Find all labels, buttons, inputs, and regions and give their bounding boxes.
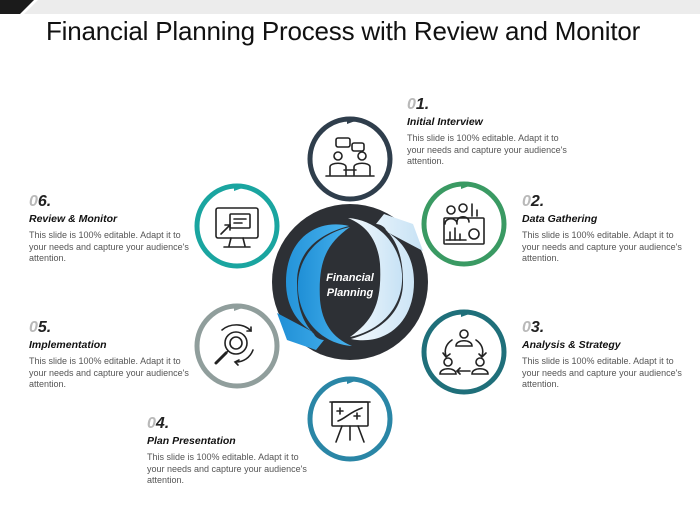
step-1-text: 01. Initial Interview This slide is 100%…	[407, 96, 577, 168]
step-title: Review & Monitor	[29, 213, 118, 225]
step-title: Analysis & Strategy	[522, 339, 621, 351]
step-number: 05.	[29, 319, 52, 336]
step-description: This slide is 100% editable. Adapt it to…	[147, 452, 307, 486]
center-label-line2: Planning	[326, 287, 374, 299]
step-2-node	[421, 181, 507, 267]
step-number: 04.	[147, 415, 170, 432]
interview-icon	[325, 137, 375, 177]
analysis-strategy-icon	[439, 329, 489, 375]
step-4-node	[307, 376, 393, 462]
step-title: Data Gathering	[522, 213, 598, 225]
step-title: Initial Interview	[407, 116, 483, 128]
presentation-board-icon	[329, 401, 371, 443]
center-hub	[272, 204, 428, 360]
step-1-node	[307, 116, 393, 202]
step-2-text: 02. Data Gathering This slide is 100% ed…	[522, 193, 692, 265]
step-number: 01.	[407, 96, 430, 113]
step-3-node	[421, 309, 507, 395]
step-description: This slide is 100% editable. Adapt it to…	[29, 230, 189, 264]
step-description: This slide is 100% editable. Adapt it to…	[29, 356, 189, 390]
corner-decoration	[0, 0, 700, 14]
step-3-text: 03. Analysis & Strategy This slide is 10…	[522, 319, 692, 391]
step-description: This slide is 100% editable. Adapt it to…	[407, 133, 567, 167]
step-6-text: 06. Review & Monitor This slide is 100% …	[29, 193, 199, 265]
step-number: 06.	[29, 193, 52, 210]
magnifier-cycle-icon	[214, 324, 254, 366]
page-title: Financial Planning Process with Review a…	[46, 16, 641, 46]
center-label-line1: Financial	[326, 272, 374, 284]
data-gathering-icon	[443, 203, 485, 245]
step-5-text: 05. Implementation This slide is 100% ed…	[29, 319, 199, 391]
step-number: 02.	[522, 193, 545, 210]
monitor-icon	[215, 207, 259, 248]
step-number: 03.	[522, 319, 545, 336]
step-description: This slide is 100% editable. Adapt it to…	[522, 230, 682, 264]
step-title: Plan Presentation	[147, 435, 236, 447]
step-4-text: 04. Plan Presentation This slide is 100%…	[147, 415, 317, 487]
step-6-node	[194, 183, 280, 269]
step-description: This slide is 100% editable. Adapt it to…	[522, 356, 682, 390]
step-title: Implementation	[29, 339, 107, 351]
center-label: Financial Planning	[312, 271, 388, 301]
step-5-node	[194, 303, 280, 389]
